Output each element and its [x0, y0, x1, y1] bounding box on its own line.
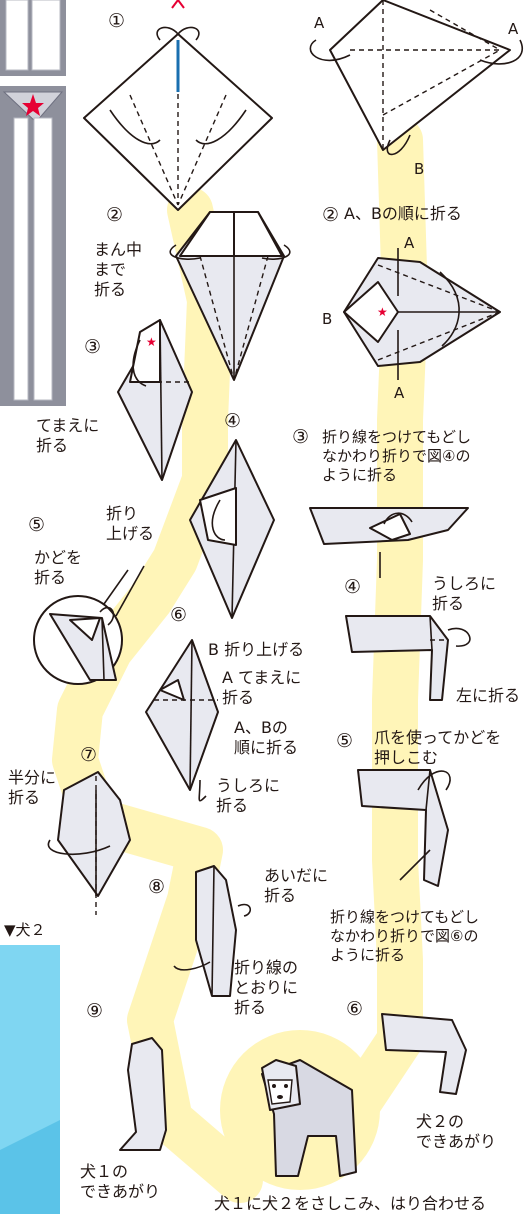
label-a-fold-front: A てまえに 折る: [222, 668, 302, 707]
label-fold-corner: かどを 折る: [34, 548, 83, 587]
letter-a-step2: A: [404, 234, 415, 252]
label-fold-along-lines: 折り線の とおりに 折る: [234, 958, 299, 1017]
guide-path-left: [52, 187, 263, 1203]
dog1-step-1: ①: [108, 10, 126, 32]
star-marker-icon: [22, 94, 44, 116]
dog2-step5-shape: [357, 769, 451, 887]
footer-instruction: 犬１に犬２をさしこみ、はり合わせる: [214, 1194, 487, 1213]
dog1-step4-long: [189, 439, 275, 619]
dog1-step2-kite: [169, 211, 291, 381]
dog2-step1-diamond: [309, 0, 523, 156]
strip-body-panel: [0, 86, 66, 406]
letter-b-step2: B: [322, 310, 333, 328]
dog1-step6-long: [145, 639, 219, 802]
letter-b: B: [414, 160, 425, 178]
label-fold-between: あいだに 折る: [264, 866, 329, 905]
dog2-step2-kite: [343, 248, 501, 380]
label-fold-left: 左に折る: [456, 686, 521, 705]
letter-a-right: A: [508, 20, 519, 38]
dog2-header: ▼犬２: [4, 921, 46, 939]
label-fold-front: てまえに 折る: [36, 416, 100, 455]
label-dog1-done: 犬１の できあがり: [80, 1162, 161, 1201]
dog1-step7-shape: [47, 771, 131, 915]
dog1-step-8: ⑧: [148, 876, 166, 898]
label-fold-back: うしろに 折る: [216, 776, 281, 815]
letter-a-step2-bottom: A: [394, 384, 405, 402]
label-fold-up: 折り 上げる: [106, 504, 155, 543]
finished-dog-illustration: [261, 1059, 357, 1177]
dog1-step3-long: [117, 319, 193, 481]
dog1-step9-shape: [119, 1037, 167, 1151]
dog1-step8-shape: [173, 865, 251, 997]
dog1-step-4: ④: [224, 410, 242, 432]
dog1-step-7: ⑦: [80, 744, 98, 766]
dog2-step-4: ④: [344, 576, 362, 598]
dog2-step-3: ③: [292, 426, 310, 448]
label-fold-half: 半分に 折る: [8, 768, 57, 807]
letter-a: A: [314, 14, 325, 32]
dog1-step-9: ⑨: [86, 1000, 104, 1022]
label-fold-back-dog2: うしろに 折る: [432, 574, 497, 613]
dog1-step-3: ③: [84, 336, 102, 358]
label-b-fold-up: B 折り上げる: [208, 640, 305, 659]
dog1-step-5: ⑤: [28, 514, 46, 536]
dog2-step3-flat: [309, 507, 469, 578]
dog1-step1-diamond: [83, 0, 273, 211]
dog1-step-6: ⑥: [170, 604, 188, 626]
label-inside-reverse-6: 折り線をつけてもどし なかわり折りで図⑥の ように折る: [330, 908, 479, 964]
dog2-step-5: ⑤: [336, 730, 354, 752]
dog2-step-2: ②: [322, 204, 340, 226]
label-push-corner: 爪を使ってかどを 押しこむ: [374, 728, 502, 767]
label-inside-reverse-4: 折り線をつけてもどし なかわり折りで図④の ように折る: [322, 428, 471, 484]
label-ab-fold: A、Bの順に折る: [344, 204, 462, 223]
svg-text:★: ★: [377, 305, 388, 319]
dog2-step-6: ⑥: [346, 998, 364, 1020]
red-star-small-icon: ★: [146, 335, 157, 349]
dog2-step6-shape: [381, 1013, 467, 1095]
label-ab-order: A、Bの 順に折る: [234, 718, 299, 757]
dog1-step-2: ②: [106, 204, 124, 226]
label-fold-to-center: まん中 まで 折る: [94, 240, 143, 299]
dog1-step5-detail: [33, 565, 145, 685]
dog2-step4-shape: [345, 615, 471, 701]
label-dog2-done: 犬２の できあがり: [416, 1112, 497, 1151]
